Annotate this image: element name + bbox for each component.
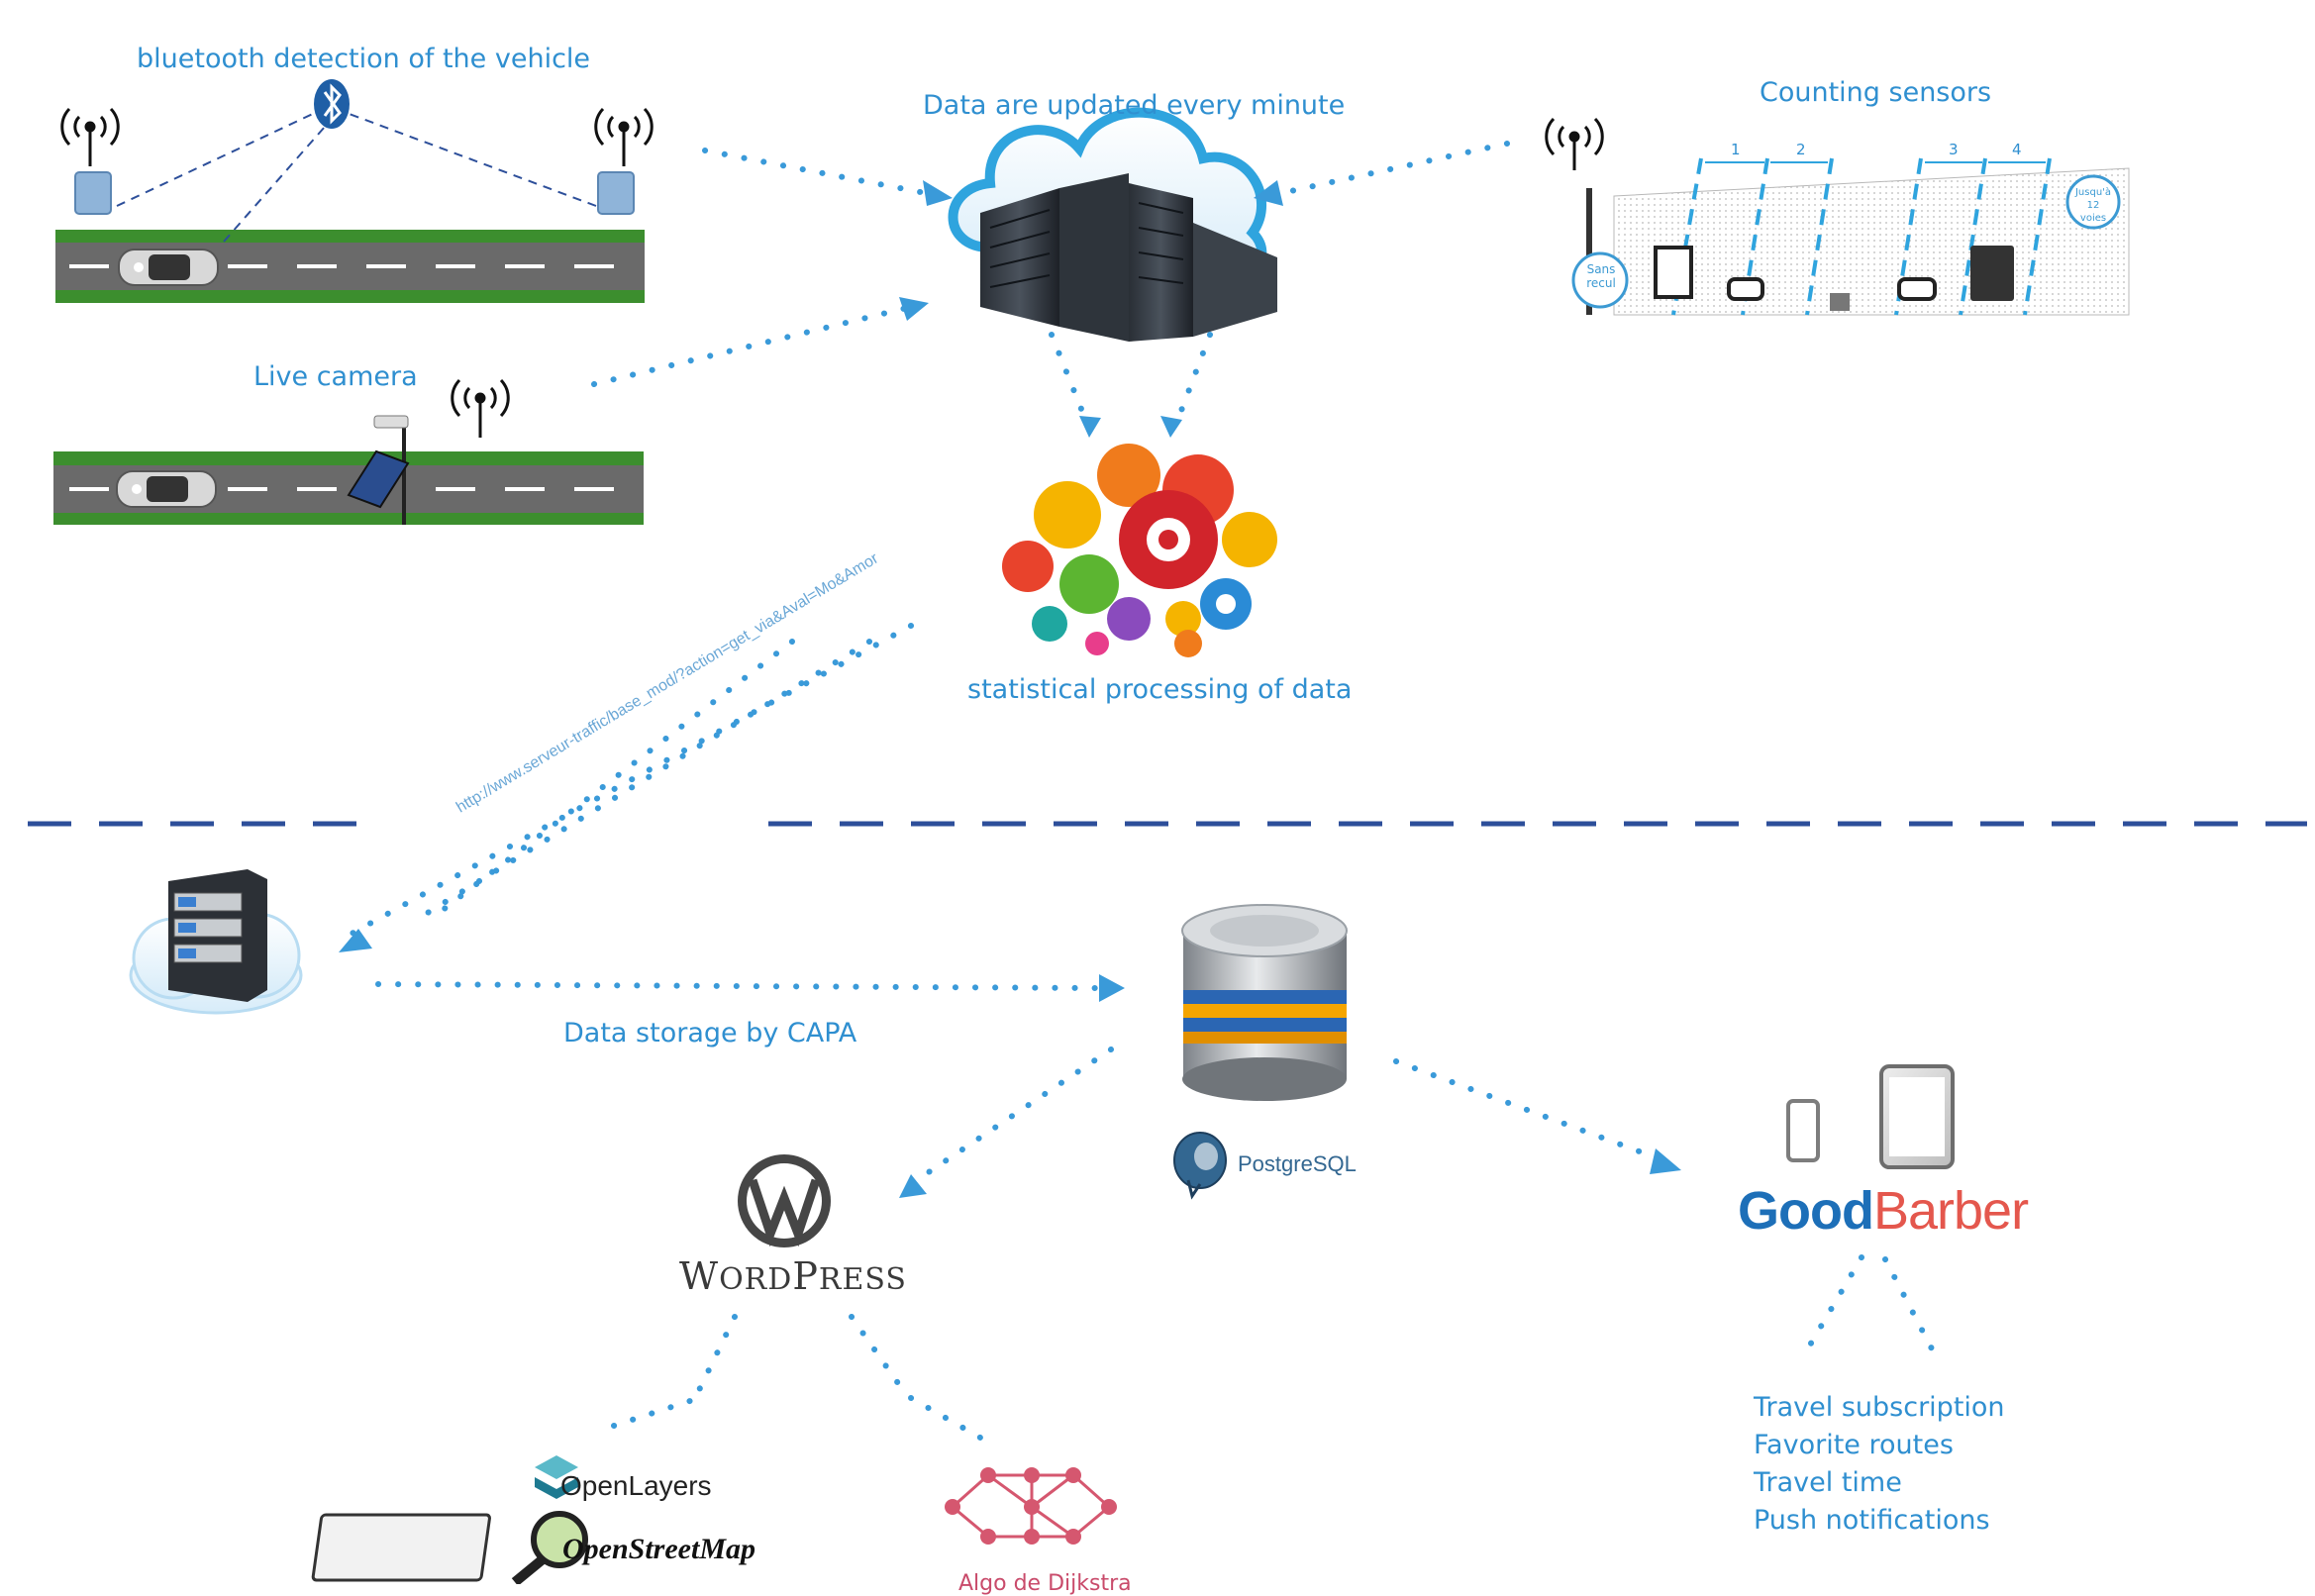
badge-line: recul xyxy=(1586,276,1616,290)
bluetooth-icon xyxy=(314,79,350,129)
statistical-processing-label: statistical processing of data xyxy=(967,674,1353,705)
counting-sensors-panel xyxy=(1545,117,2130,316)
wordpress-wordmark: WORDPRESS xyxy=(679,1254,907,1298)
devices-icon xyxy=(1786,1064,1955,1169)
goodbarber-wordmark: GoodBarber xyxy=(1738,1181,2029,1241)
bluetooth-label: bluetooth detection of the vehicle xyxy=(137,44,591,74)
dijkstra-graph-icon xyxy=(945,1467,1117,1545)
badge-line: Jusqu'à xyxy=(2074,187,2112,198)
badge-text: Sans recul xyxy=(1584,262,1618,290)
sensor-box-icon xyxy=(74,171,112,215)
flow-arrows xyxy=(340,141,1940,1441)
gear-brain-icon xyxy=(1002,444,1277,657)
data-updated-label: Data are updated every minute xyxy=(923,90,1346,121)
bluetooth-road-scene xyxy=(55,79,654,303)
car-icon xyxy=(118,249,219,286)
database-icon xyxy=(1181,904,1348,1101)
antenna-icon xyxy=(60,107,120,166)
badge-jusqua-12-voies xyxy=(2065,174,2121,230)
camera-road-scene xyxy=(53,378,644,525)
capa-cloud-server-icon xyxy=(129,869,303,1015)
car-icon xyxy=(1897,277,1937,301)
feature-item: Travel time xyxy=(1754,1467,1902,1498)
feature-item: Push notifications xyxy=(1754,1505,1990,1536)
badge-line: Sans xyxy=(1586,262,1616,276)
car-icon xyxy=(116,470,217,508)
postgresql-wordmark: PostgreSQL xyxy=(1238,1151,1357,1176)
lane-label: 1 xyxy=(1731,141,1741,158)
badge-text: Jusqu'à 12 voies xyxy=(2073,186,2113,225)
postgresql-elephant-icon xyxy=(1173,1132,1227,1200)
data-storage-label: Data storage by CAPA xyxy=(563,1018,857,1048)
lane-label: 3 xyxy=(1949,141,1959,158)
wordpress-logo-icon xyxy=(738,1154,831,1247)
live-camera-label: Live camera xyxy=(253,361,418,392)
features-list: Travel subscription Favorite routes Trav… xyxy=(1754,1389,2005,1540)
truck-icon xyxy=(1970,246,2014,301)
openlayers-logo-icon xyxy=(535,1455,578,1499)
openlayers-wordmark: OpenLayers xyxy=(560,1470,712,1501)
truck-icon xyxy=(1654,246,1693,299)
badge-sans-recul xyxy=(1571,251,1629,309)
feature-item: Travel subscription xyxy=(1754,1392,2005,1423)
camera-pole-icon xyxy=(347,415,410,525)
openstreetmap-wordmark: OpenStreetMap xyxy=(562,1533,755,1565)
antenna-icon xyxy=(1545,117,1604,170)
arrow-heads xyxy=(339,180,1681,1198)
counting-sensors-label: Counting sensors xyxy=(1760,77,1992,108)
lane-label: 2 xyxy=(1796,141,1806,158)
cloud-server-icon xyxy=(948,107,1277,342)
lane-label: 4 xyxy=(2012,141,2022,158)
sensor-box-icon xyxy=(597,171,635,215)
car-icon xyxy=(1727,277,1764,301)
antenna-icon xyxy=(594,107,654,166)
feature-item: Favorite routes xyxy=(1754,1430,1954,1460)
sensor-block xyxy=(1830,293,1850,311)
badge-line: 12 voies xyxy=(2079,200,2107,224)
openstreetmap-logo-icon xyxy=(311,1511,588,1584)
antenna-icon xyxy=(451,378,510,438)
